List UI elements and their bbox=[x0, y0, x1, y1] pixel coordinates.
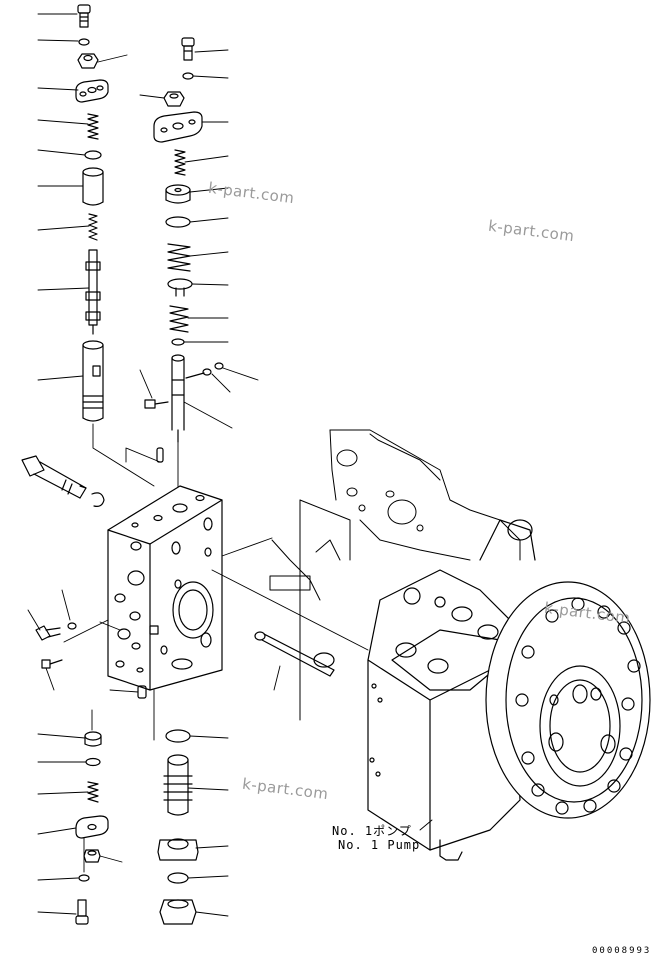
nut-part bbox=[83, 849, 101, 863]
cap-nut-part bbox=[159, 899, 197, 925]
bolt-part-bottom-left bbox=[75, 899, 89, 925]
assembly-guide-lines bbox=[91, 537, 369, 741]
control-valve-block bbox=[107, 485, 223, 691]
lower-left-parts bbox=[37, 731, 123, 925]
plug-part bbox=[35, 625, 61, 641]
spring-part bbox=[167, 243, 191, 272]
small-bolt-part bbox=[41, 659, 63, 669]
sleeve-guide-line bbox=[92, 423, 155, 487]
drawing-code: 00008993 bbox=[592, 946, 652, 956]
pump-label-leader bbox=[419, 819, 433, 831]
spring-part bbox=[87, 113, 99, 140]
nut-part bbox=[163, 91, 185, 107]
o-ring-part bbox=[171, 338, 185, 346]
nut-part bbox=[157, 838, 199, 861]
o-ring-part bbox=[165, 729, 191, 743]
flange-part bbox=[75, 79, 109, 103]
block-side-parts bbox=[27, 589, 147, 699]
washer-part bbox=[182, 72, 194, 80]
piston-assembly-part bbox=[163, 754, 193, 816]
o-ring-part bbox=[85, 757, 101, 767]
o-ring-part bbox=[167, 872, 189, 884]
middle-parts-column bbox=[125, 37, 259, 493]
lower-middle-parts bbox=[157, 729, 229, 925]
o-ring-part bbox=[67, 622, 77, 630]
o-ring-part bbox=[84, 150, 102, 160]
pump-housing-background bbox=[269, 429, 521, 721]
retainer-part bbox=[167, 278, 193, 297]
leader-lines-left bbox=[37, 13, 128, 381]
spool-part bbox=[85, 249, 101, 335]
nut-part bbox=[77, 53, 99, 69]
spring-part bbox=[174, 149, 186, 176]
cap-part bbox=[165, 184, 191, 204]
pin-part bbox=[185, 362, 224, 379]
long-bolt-part bbox=[21, 455, 105, 507]
bolt-part-top-left bbox=[77, 4, 91, 28]
piston-part bbox=[82, 167, 104, 206]
left-parts-column bbox=[37, 4, 155, 487]
pump-label-english: No. 1 Pump bbox=[338, 838, 421, 852]
pump-gear-housing bbox=[367, 519, 536, 861]
bolt-part-top-middle bbox=[181, 37, 195, 61]
washer-part bbox=[78, 38, 90, 46]
lever-link-part bbox=[254, 631, 335, 691]
flange-part bbox=[75, 815, 109, 839]
sleeve-part bbox=[82, 340, 104, 422]
valve-stem-part bbox=[171, 354, 185, 443]
small-spring-part bbox=[88, 213, 98, 241]
small-pin-part bbox=[125, 447, 164, 463]
small-screw-part bbox=[144, 399, 169, 409]
leader-lines-middle bbox=[139, 49, 259, 429]
o-ring-part bbox=[165, 216, 191, 228]
cap-part bbox=[84, 731, 102, 747]
pump-label-japanese: No. 1ポンプ bbox=[332, 824, 412, 838]
pump-drive-flange bbox=[485, 581, 651, 819]
spring-part bbox=[169, 305, 189, 333]
spring-part bbox=[87, 781, 99, 803]
flange-part bbox=[153, 111, 203, 143]
washer-part bbox=[78, 874, 90, 882]
